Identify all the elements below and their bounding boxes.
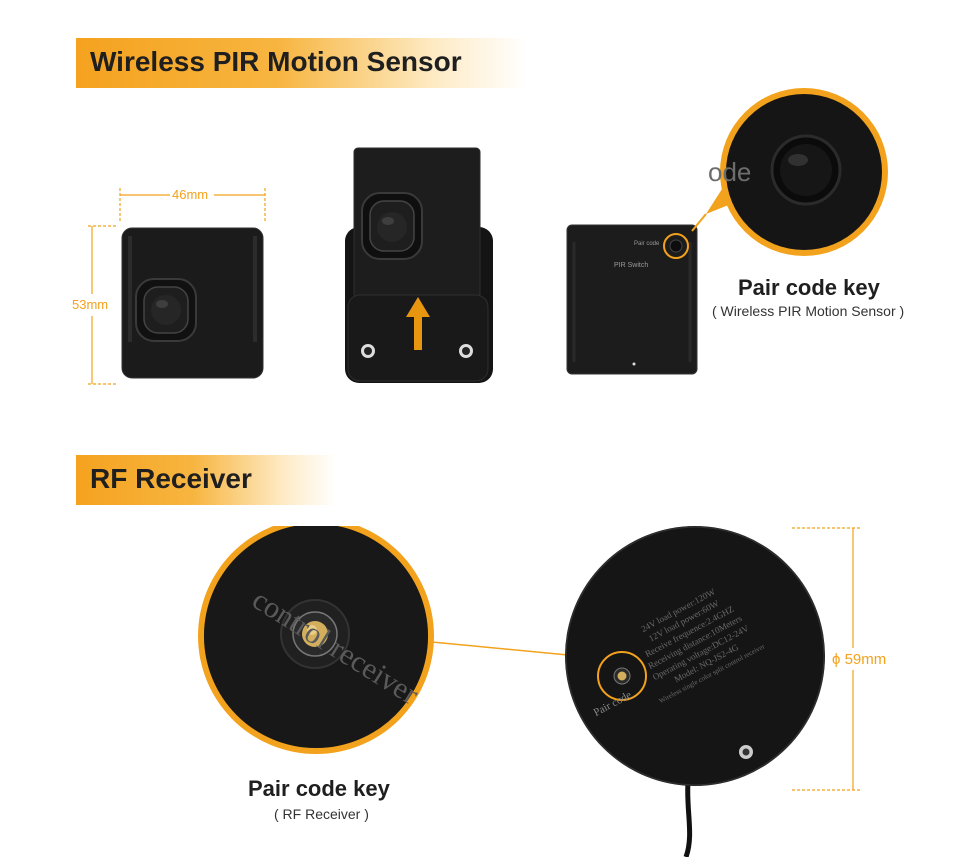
sensor-zoom-text: ode: [708, 157, 752, 187]
sensor-height-label: 53mm: [72, 297, 109, 312]
sensor-front-image: [82, 182, 282, 392]
sensor-zoom-callout: [670, 84, 895, 269]
sensor-bracket-image: [340, 145, 500, 390]
section-title-pir: Wireless PIR Motion Sensor: [90, 46, 462, 77]
sensor-pair-code-text: Pair code: [634, 241, 660, 247]
receiver-zoom-callout: [198, 526, 628, 766]
receiver-callout-title: Pair code key: [248, 776, 390, 801]
sensor-callout-subtitle: ( Wireless PIR Motion Sensor ): [712, 303, 905, 319]
sensor-width-label: 46mm: [172, 187, 209, 202]
section-banner-rf: RF Receiver: [76, 455, 336, 505]
section-title-rf: RF Receiver: [90, 463, 252, 494]
section-banner-pir: Wireless PIR Motion Sensor: [76, 38, 526, 88]
sensor-callout-title: Pair code key: [738, 275, 880, 300]
receiver-disc-image: [560, 520, 860, 857]
receiver-callout-subtitle: ( RF Receiver ): [274, 806, 369, 822]
receiver-diameter-label: ϕ 59mm: [832, 651, 887, 668]
sensor-back-image: [566, 224, 700, 376]
sensor-pir-switch-text: PIR Switch: [614, 262, 649, 269]
